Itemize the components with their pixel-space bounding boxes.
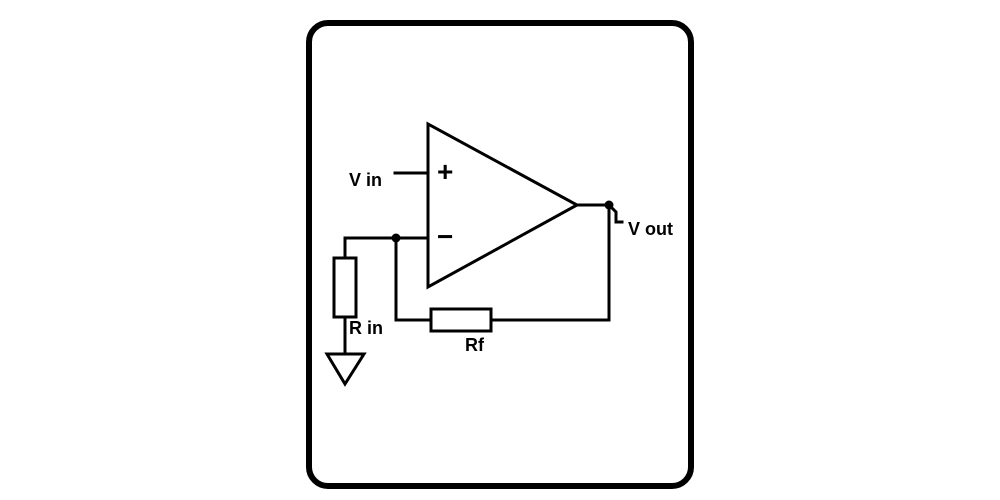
feedback-right-wire: [489, 203, 611, 322]
r-in-label: R in: [349, 318, 383, 338]
r-f-label: Rf: [465, 335, 484, 355]
diagram-frame: [306, 20, 694, 489]
v-out-label: V out: [628, 219, 673, 239]
inverting-sign: −: [437, 221, 454, 252]
junction-node: [391, 233, 401, 243]
ground-icon: [324, 352, 367, 387]
resistor-icon: [429, 307, 493, 333]
v-in-label: V in: [349, 170, 383, 190]
non-inverting-sign: +: [437, 156, 454, 187]
r-in-top-wire: [343, 236, 398, 260]
junction-node: [604, 200, 614, 210]
v-out-lead: [606, 202, 624, 224]
resistor-icon: [332, 256, 358, 319]
op-amp-icon: [426, 121, 581, 290]
feedback-left-wire: [394, 236, 433, 322]
